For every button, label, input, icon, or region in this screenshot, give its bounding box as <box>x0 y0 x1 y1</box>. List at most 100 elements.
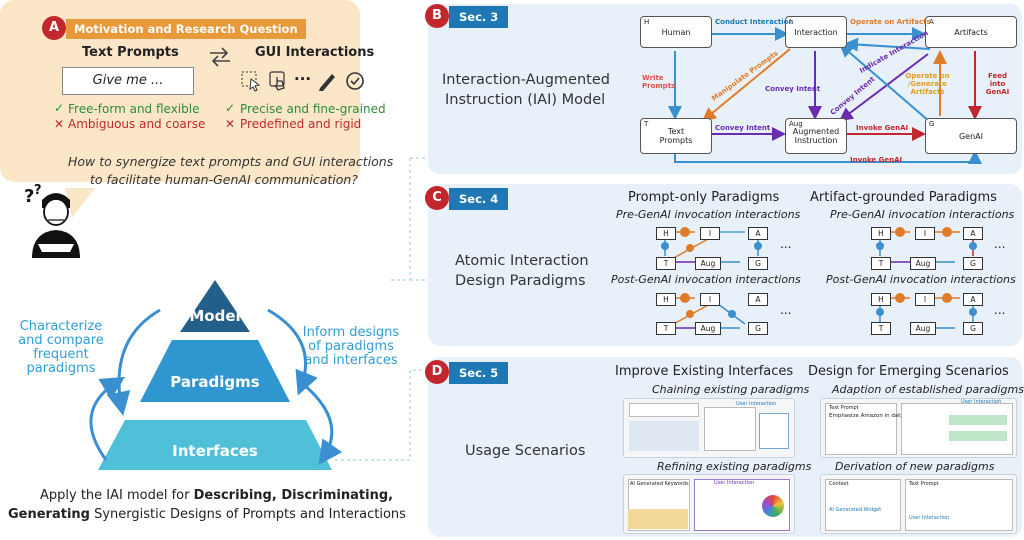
mini-node-g: G <box>748 322 768 335</box>
derivation-label: Derivation of new paradigms <box>835 460 995 473</box>
panel-b-label-line1: Interaction-Augmented <box>442 72 610 88</box>
node-letter: I <box>789 18 792 26</box>
panel-d-label: Usage Scenarios <box>465 443 586 459</box>
thumb-label: Context <box>829 481 849 487</box>
node-letter: H <box>644 18 650 26</box>
caption-line2: Generating Synergistic Designs of Prompt… <box>8 507 406 522</box>
refining-thumbnail: AI Generated Keywords User Interaction <box>623 474 795 534</box>
panel-d-section: Sec. 5 <box>449 362 509 384</box>
pyramid-bottom-shape <box>98 420 332 470</box>
right-note-line: Inform designs <box>302 325 400 340</box>
panel-c-label-line1: Atomic Interaction <box>455 253 589 269</box>
right-pro-text: Precise and fine-grained <box>240 102 386 116</box>
mini-node-h: H <box>871 227 891 240</box>
mini-node-g: G <box>748 257 768 270</box>
left-con-text: Ambiguous and coarse <box>68 117 206 131</box>
selection-cursor-icon <box>241 71 261 92</box>
node-augmented-instruction: Aug Augmented Instruction <box>785 118 847 154</box>
left-note: Characterize and compare frequent paradi… <box>8 320 114 376</box>
node-interaction: I Interaction <box>785 16 847 48</box>
node-label: Augmented Instruction <box>792 127 840 145</box>
check-icon: ✓ <box>225 101 236 115</box>
pyramid-paradigms-label: Paradigms <box>170 373 260 391</box>
research-question-line1: How to synergize text prompts and GUI in… <box>68 154 394 169</box>
edge-label: Conduct Interaction <box>715 18 794 26</box>
right-note-line: of paradigms <box>308 339 394 354</box>
prompt-only-title: Prompt-only Paradigms <box>628 190 780 205</box>
research-question-line2: to facilitate human-GenAI communication? <box>90 172 358 187</box>
mini-node-a: A <box>748 293 768 306</box>
improve-existing-title: Improve Existing Interfaces <box>615 364 794 379</box>
mini-node-h: H <box>656 227 676 240</box>
thumb-label: User Interaction <box>714 480 755 486</box>
mini-graph-artifact-post <box>876 293 977 329</box>
more-dots: ··· <box>294 70 312 88</box>
panel-b-label-line2: Instruction (IAI) Model <box>445 92 606 108</box>
mini-node-i: I <box>915 227 935 240</box>
mini-node-a: A <box>748 227 768 240</box>
cross-icon: ✕ <box>225 117 236 131</box>
node-text-prompts: T Text Prompts <box>640 118 712 154</box>
node-human: H Human <box>640 16 712 48</box>
more-ellipsis: ... <box>780 303 792 317</box>
thumb-label: AI Generated Keywords <box>630 481 689 487</box>
speech-bubble-tail <box>65 188 95 218</box>
mini-node-h: H <box>656 293 676 306</box>
post-invocation-label: Post-GenAI invocation interactions <box>611 273 801 286</box>
mini-node-aug: Aug <box>910 257 936 270</box>
mini-node-t: T <box>656 322 676 335</box>
edge-label: Feed into GenAI <box>985 72 1010 96</box>
adaption-label: Adaption of established paradigms <box>832 383 1024 396</box>
svg-text:?: ? <box>34 183 42 198</box>
panel-a-badge: A <box>42 16 66 40</box>
thumb-label: User Interaction <box>736 401 777 407</box>
panel-d-badge: D <box>425 360 449 384</box>
node-label: Text Prompts <box>659 127 693 145</box>
left-note-line: Characterize <box>19 319 103 334</box>
node-label: Interaction <box>794 27 838 37</box>
derivation-thumbnail: Context AI Generated Widget Text Prompt … <box>820 474 1017 534</box>
mini-node-t: T <box>871 322 891 335</box>
edge-label: Invoke GenAI <box>850 156 903 164</box>
right-lower-arrow <box>297 378 343 465</box>
iai-model-diagram <box>668 27 982 164</box>
right-note: Inform designs of paradigms and interfac… <box>295 326 407 368</box>
thumb-label: User Interaction <box>909 515 950 521</box>
node-letter: Aug <box>789 120 803 128</box>
edge-label: Convey Intent <box>715 124 771 132</box>
edge-label: Write Prompts <box>642 74 676 90</box>
pyramid-top-shape <box>180 280 250 332</box>
artifact-grounded-title: Artifact-grounded Paradigms <box>810 190 997 205</box>
gui-interactions-heading: GUI Interactions <box>255 45 375 60</box>
pre-invocation-label: Pre-GenAI invocation interactions <box>830 208 1015 221</box>
node-letter: G <box>929 120 935 128</box>
chaining-label: Chaining existing paradigms <box>652 383 810 396</box>
cross-icon: ✕ <box>54 117 65 131</box>
mini-node-aug: Aug <box>910 322 936 335</box>
node-genai: G GenAI <box>925 118 1017 154</box>
mini-node-h: H <box>871 293 891 306</box>
left-note-line: and compare <box>18 333 104 348</box>
panel-c-badge: C <box>425 186 449 210</box>
tap-hand-icon <box>269 71 285 91</box>
thumb-label: User Interaction <box>961 399 1002 405</box>
thumb-label: AI Generated Widget <box>829 507 882 513</box>
pyramid-model-label: Model <box>189 307 241 325</box>
mini-graph-prompt-pre <box>661 227 762 263</box>
chaining-thumbnail: User Interaction <box>623 398 795 458</box>
check-circle-icon <box>346 72 364 90</box>
caption-post: Synergistic Designs of Prompts and Inter… <box>89 507 406 522</box>
panel-b-badge: B <box>425 4 449 28</box>
thinking-person-icon: ? ? <box>24 183 80 258</box>
more-ellipsis: ... <box>994 237 1006 251</box>
mini-node-g: G <box>963 322 983 335</box>
left-lower-arrow <box>89 376 126 461</box>
node-letter: A <box>929 18 934 26</box>
check-icon: ✓ <box>54 101 65 115</box>
post-invocation-label: Post-GenAI invocation interactions <box>826 273 1016 286</box>
caption-pre: Apply the IAI model for <box>40 488 194 503</box>
left-note-line: paradigms <box>26 361 96 376</box>
edge-label: Convey Intent <box>765 85 821 93</box>
right-note-line: and interfaces <box>304 353 398 368</box>
more-ellipsis: ... <box>994 303 1006 317</box>
